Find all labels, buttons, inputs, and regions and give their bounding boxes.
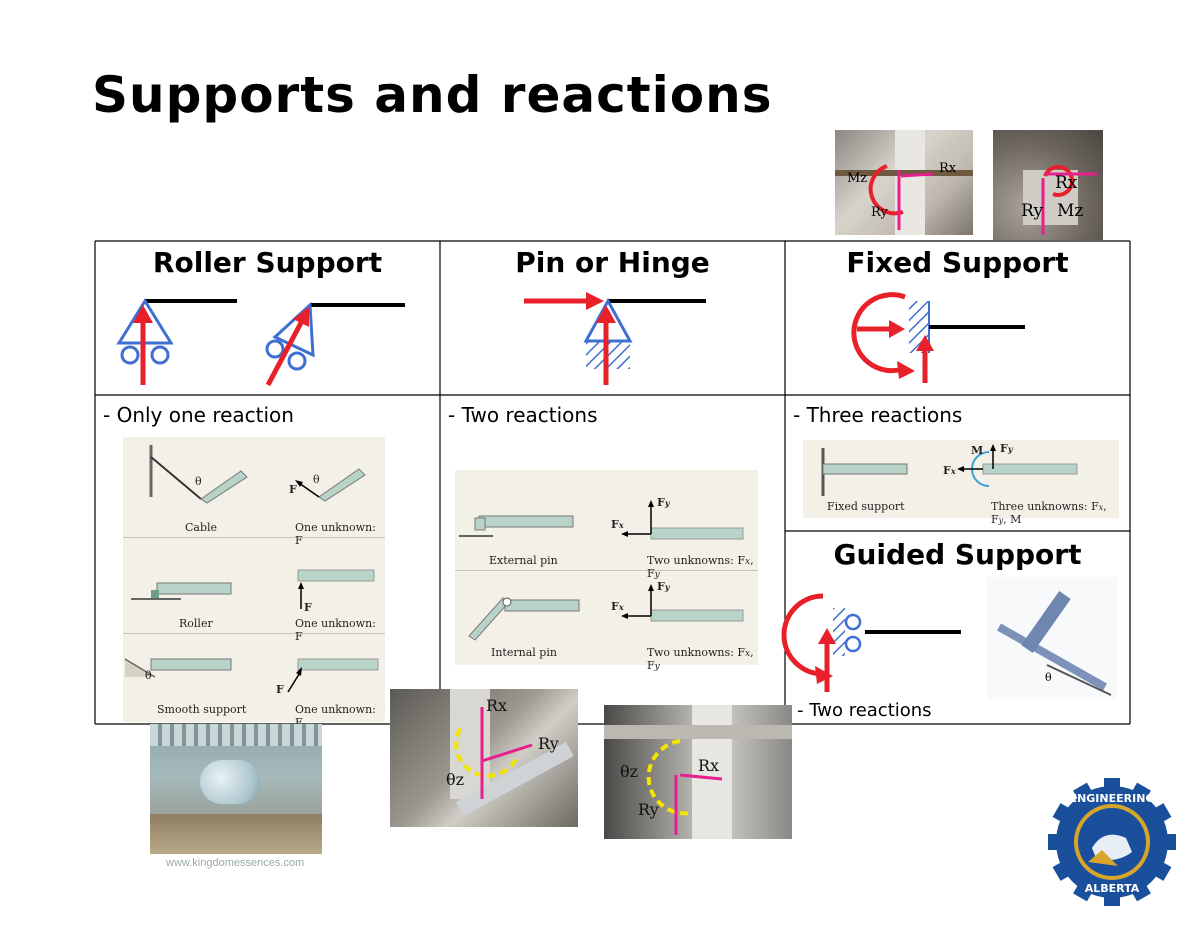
fixed-textbook-figure: Fixed support Three unknowns: Fx, Fy, M …: [803, 440, 1119, 526]
fixed-caption: Fixed support: [827, 500, 905, 513]
guided-support-render: θ: [987, 577, 1117, 699]
svg-text:θz: θz: [620, 762, 638, 781]
pin-hinge-photo: Rx Ry θz: [390, 689, 578, 827]
fixed-support-photo-1: Mz Rx Ry: [835, 130, 973, 235]
theta-label: θ: [313, 473, 320, 486]
fy-label: F: [657, 496, 665, 509]
fixed-symbol: [851, 292, 1025, 383]
roller-caption: Roller: [179, 617, 213, 630]
rx-label: Rx: [939, 161, 957, 176]
internal-pin-caption: Internal pin: [491, 646, 557, 659]
roller-symbol: [116, 298, 405, 387]
svg-text:Ry: Ry: [638, 800, 659, 819]
roller-textbook-figure: Cable One unknown: F Roller One unknown:…: [123, 437, 385, 729]
pin-heading: Pin or Hinge: [515, 246, 710, 279]
internal-unknown-caption: Two unknowns: F: [647, 646, 746, 659]
fixed-note: - Three reactions: [793, 403, 963, 427]
svg-text:θz: θz: [446, 770, 464, 789]
fx-label: F: [611, 600, 619, 613]
svg-text:Ry: Ry: [538, 734, 559, 753]
smooth-caption: Smooth support: [157, 703, 247, 716]
roller-note: - Only one reaction: [103, 403, 294, 427]
pin-textbook-figure: External pin Two unknowns: Fx, Fy Intern…: [455, 470, 758, 672]
roller-bearing-photo: [150, 724, 322, 854]
guided-heading: Guided Support: [833, 538, 1082, 571]
force-label: F: [289, 483, 297, 496]
pin-note: - Two reactions: [448, 403, 598, 427]
roller-heading: Roller Support: [152, 246, 383, 279]
beam-column-photo: θz Rx Ry: [604, 705, 792, 839]
theta-label: θ: [195, 475, 202, 488]
svg-text:Rx: Rx: [698, 756, 719, 775]
roller-unknown-caption: One unknown: F: [295, 617, 376, 643]
theta-label: θ: [145, 669, 152, 682]
force-label: F: [276, 683, 284, 696]
guided-symbol: [781, 593, 961, 692]
svg-text:Ry: Ry: [1021, 201, 1044, 221]
logo-top-text: ENGINEERING: [1070, 792, 1155, 805]
fy-label: F: [657, 580, 665, 593]
external-unknown-caption: Two unknowns: F: [647, 554, 746, 567]
svg-text:Rx: Rx: [486, 696, 507, 715]
engineering-alberta-logo: ENGINEERING ALBERTA: [1048, 778, 1176, 906]
pin-symbol: [524, 292, 706, 385]
fixed-support-photo-2: Rx Ry Mz: [993, 130, 1103, 240]
m-label: M: [971, 444, 984, 457]
guided-note: - Two reactions: [797, 700, 932, 721]
mz-label: Mz: [847, 171, 867, 186]
watermark-text: www.kingdomessences.com: [166, 857, 305, 869]
cable-caption: Cable: [185, 521, 218, 534]
svg-text:θ: θ: [1045, 671, 1052, 684]
cable-unknown-caption: One unknown: F: [295, 521, 376, 547]
svg-text:Mz: Mz: [1057, 201, 1083, 221]
logo-bottom-text: ALBERTA: [1085, 882, 1140, 895]
fixed-unknowns-caption: Three unknowns: F: [991, 500, 1099, 513]
fixed-heading: Fixed Support: [846, 246, 1069, 279]
svg-text:Rx: Rx: [1055, 173, 1078, 193]
smooth-unknown-caption: One unknown: F: [295, 703, 376, 729]
ry-label: Ry: [871, 205, 889, 220]
page-title: Supports and reactions: [92, 66, 773, 124]
external-pin-caption: External pin: [489, 554, 558, 567]
fx-label: F: [611, 518, 619, 531]
force-label: F: [304, 601, 312, 614]
